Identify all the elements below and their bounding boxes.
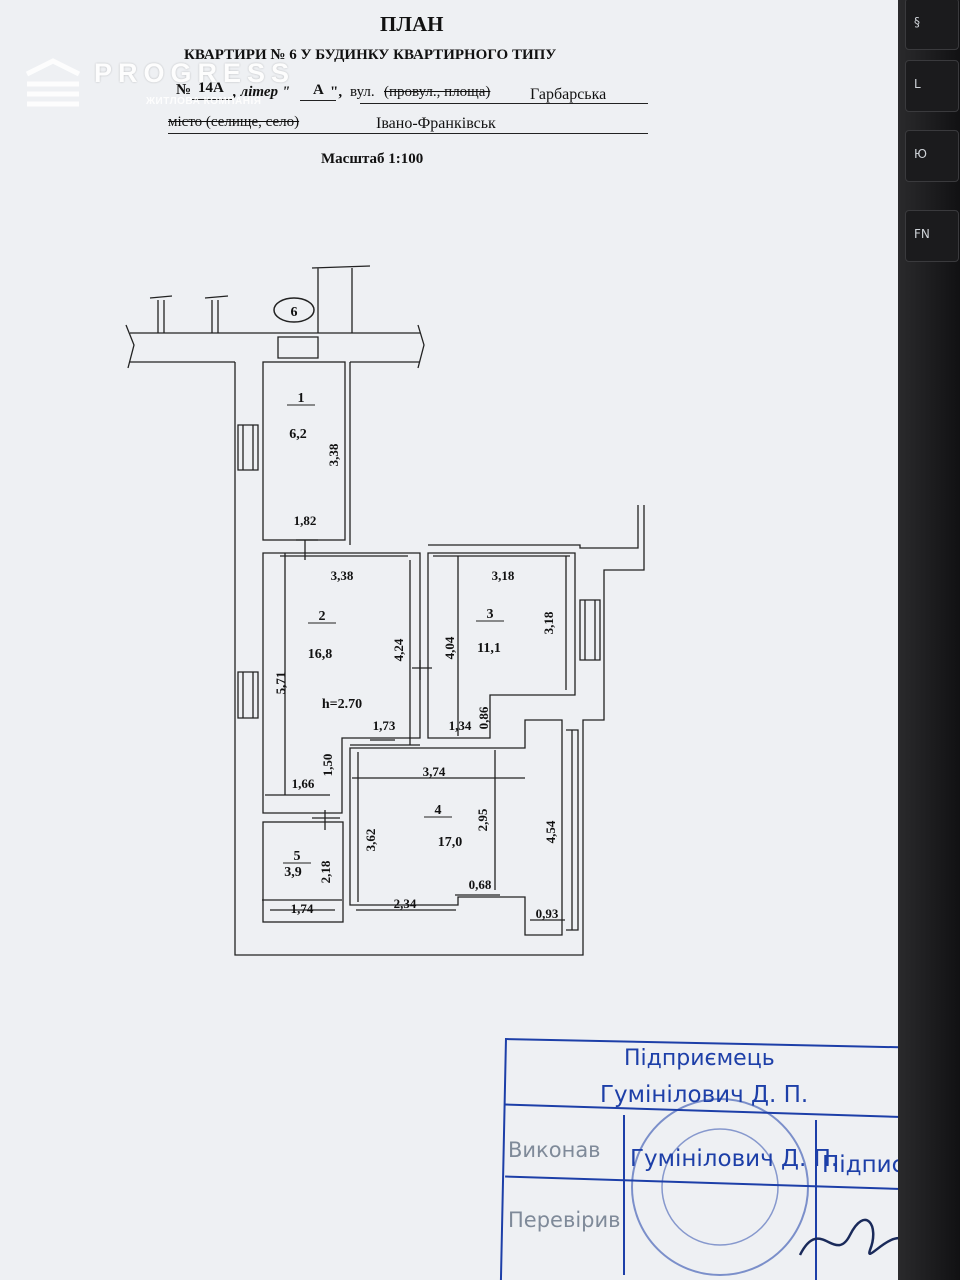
keyboard-key: §: [905, 0, 959, 50]
dimension-label: 2,18: [318, 860, 333, 883]
room-area: 6,2: [289, 427, 307, 442]
dimension-label: 0,86: [476, 706, 491, 729]
room-number: 2: [319, 609, 326, 624]
dimension-label: 4,54: [543, 820, 558, 843]
floor-plan: 6 1 6,2 2 16,8 3 11,1 4 17,0 53,9 h=2.70 3,38 1,82…: [125, 265, 645, 956]
dimension-label: 1,73: [373, 718, 396, 733]
room-area: 16,8: [308, 647, 333, 662]
document-title: ПЛАН: [380, 12, 444, 36]
dimension-label: 1,82: [294, 513, 317, 528]
room-number: 4: [435, 803, 442, 818]
city-name: Івано-Франківськ: [376, 115, 496, 132]
room-area: 17,0: [438, 835, 463, 850]
document-page: ПЛАН КВАРТИРИ № 6 У БУДИНКУ КВАРТИРНОГО …: [0, 0, 905, 1280]
room-area: 11,1: [477, 641, 501, 656]
dimension-label: 2,34: [394, 896, 417, 911]
stamp-name: Гумінілович Д. П.: [600, 1082, 809, 1108]
dimension-label: 1,74: [291, 901, 314, 916]
street-label: вул.: [350, 84, 375, 100]
dimension-label: 1,66: [292, 776, 315, 791]
room-area: 3,9: [284, 865, 302, 880]
dimension-label: 2,95: [475, 808, 490, 831]
dimension-label: 4,04: [442, 636, 457, 659]
apartment-marker: 6: [291, 305, 298, 320]
house-number: 14А: [198, 80, 224, 96]
litera-value: А: [313, 82, 324, 98]
street-struck: (провул., площа): [384, 84, 491, 100]
logo-subtitle: ЖИТЛОВА КОМПАНІЯ: [146, 96, 262, 107]
room-number: 5: [294, 849, 301, 864]
dimension-label: 3,74: [423, 764, 446, 779]
stamp-signature-label: Підпис: [822, 1152, 905, 1178]
city-struck: місто (селище, село): [168, 114, 300, 130]
dimension-label: 1,34: [449, 718, 472, 733]
round-seal-icon: [631, 1098, 809, 1276]
keyboard-key: FN: [905, 210, 959, 262]
dimension-label: 0,68: [469, 877, 492, 892]
stamp-executed-label: Виконав: [508, 1138, 601, 1162]
room-number: 1: [298, 391, 305, 406]
litera-close: ",: [330, 84, 343, 100]
dimension-label: 3,62: [363, 829, 378, 852]
dimension-label: 0,93: [536, 906, 559, 921]
ceiling-height: h=2.70: [322, 697, 362, 712]
logo-name: PROGRESS: [94, 58, 296, 88]
dimension-label: 3,18: [492, 568, 515, 583]
keyboard-edge: [898, 0, 960, 1280]
dimension-label: 5,71: [273, 672, 288, 695]
house-number-prefix: №: [176, 82, 192, 98]
street-name: Гарбарська: [530, 86, 607, 103]
room-number: 3: [487, 607, 494, 622]
litera-label: , літер ": [233, 84, 291, 100]
keyboard-key: L: [905, 60, 959, 112]
keyboard-key: Ю: [905, 130, 959, 182]
dimension-label: 4,24: [391, 638, 406, 661]
dimension-label: 1,50: [320, 754, 335, 777]
stamp-title: Підприємець: [624, 1046, 775, 1071]
stamp-checked-label: Перевірив: [508, 1208, 620, 1232]
apartment-line: КВАРТИРИ № 6 У БУДИНКУ КВАРТИРНОГО ТИПУ: [184, 47, 557, 63]
scale-label: Масштаб 1:100: [321, 151, 424, 167]
dimension-label: 3,38: [331, 568, 354, 583]
signature-icon: [798, 1218, 905, 1256]
dimension-label: 3,38: [326, 443, 341, 466]
dimension-label: 3,18: [541, 611, 556, 634]
progress-logo-icon: [25, 58, 81, 107]
